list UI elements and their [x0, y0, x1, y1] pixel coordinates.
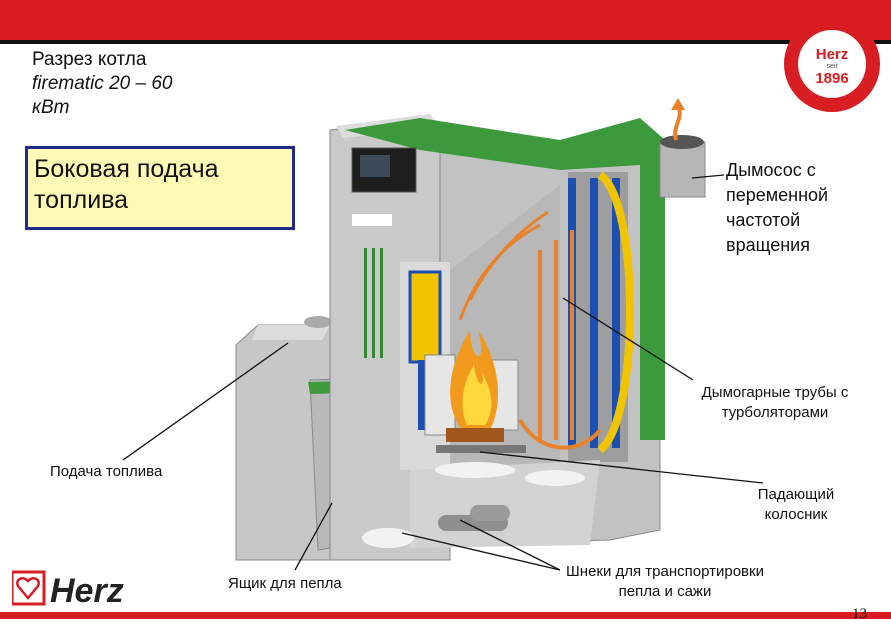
svg-text:1896: 1896: [815, 70, 848, 87]
bottom-rule: [0, 612, 891, 619]
label-fuel-feed: Подача топлива: [50, 463, 163, 480]
svg-text:seit: seit: [827, 63, 838, 70]
slide-title: Разрез котла firematic 20 – 60 кВт: [32, 48, 172, 120]
label-smoke-fan-line: частотой: [726, 210, 801, 230]
leader-lines: [122, 174, 764, 571]
ash-chamber: [362, 460, 600, 548]
label-smoke-fan: Дымосос с переменной частотой вращения: [726, 158, 828, 258]
callout-line-2: топлива: [34, 186, 129, 214]
svg-text:Herz: Herz: [816, 46, 849, 63]
top-banner: [0, 0, 891, 40]
leader-grate: [479, 451, 764, 484]
leader-ash-box: [294, 502, 333, 571]
leader-fuel-feed: [122, 342, 289, 461]
flue-exhaust: [659, 98, 706, 198]
page-number: 13: [852, 606, 867, 622]
label-smoke-fan-line: переменной: [726, 185, 829, 205]
leader-augers-b: [459, 519, 561, 571]
herz-logo: Herz: [10, 568, 172, 610]
leader-augers-a: [401, 532, 561, 571]
label-smoke-fan-line: Дымосос с: [726, 160, 816, 180]
label-ash-box: Ящик для пепла: [228, 575, 342, 592]
heat-exchanger: [458, 171, 634, 462]
fuel-hopper: [235, 316, 332, 561]
label-smoke-fan-line: вращения: [726, 235, 810, 255]
label-augers-line: пепла и сажи: [618, 583, 712, 600]
leader-fire-tubes: [562, 297, 694, 381]
svg-text:Herz: Herz: [50, 572, 124, 608]
label-fire-tubes-line: Дымогарные трубы с: [701, 384, 849, 401]
herz-partner-badge: Herz seit 1896: [782, 14, 882, 114]
top-banner-rule: [0, 40, 891, 44]
title-line-1: Разрез котла: [32, 49, 147, 70]
label-grate-line: колосник: [764, 506, 828, 523]
callout-line-1: Боковая подача: [34, 155, 219, 183]
label-grate-line: Падающий: [757, 486, 835, 503]
title-line-2: firematic 20 – 60: [32, 73, 173, 94]
side-feed-callout: Боковая подача топлива: [25, 146, 295, 230]
title-line-3: кВт: [32, 97, 70, 118]
combustion-chamber: [400, 185, 560, 475]
label-augers-line: Шнеки для транспортировки: [566, 563, 764, 580]
label-augers: Шнеки для транспортировки пепла и сажи: [545, 562, 785, 602]
label-grate: Падающий колосник: [755, 485, 837, 525]
leader-smoke-fan: [691, 174, 725, 179]
label-fire-tubes-line: турболяторами: [721, 404, 829, 421]
label-fire-tubes: Дымогарные трубы с турболяторами: [690, 383, 860, 423]
